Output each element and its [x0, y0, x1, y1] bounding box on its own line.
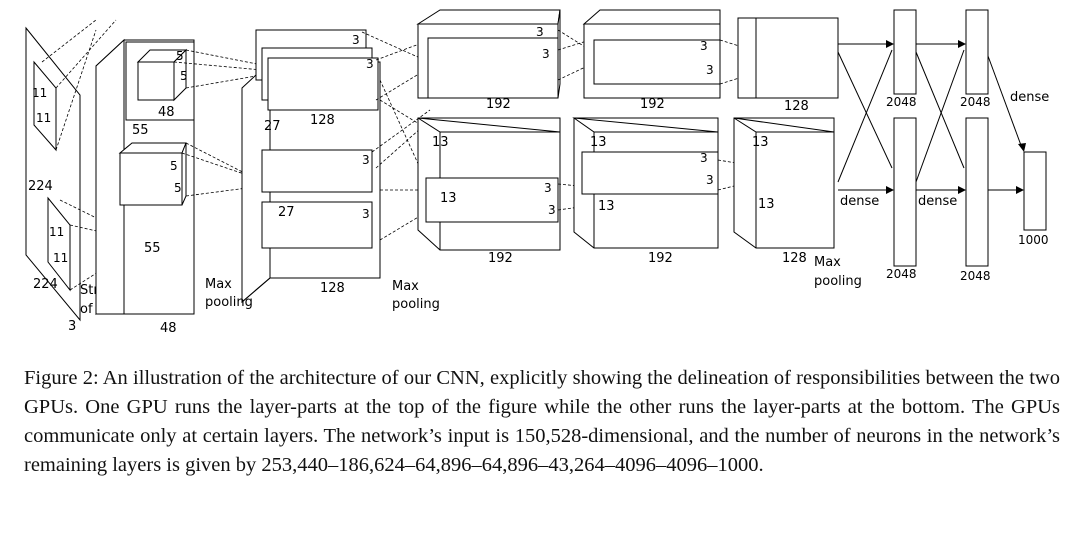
conv2-bot-depth-label: 128 — [320, 281, 345, 296]
cnn-architecture-diagram: 224 224 3 11 11 11 11 Stride of 4 5 5 5 … — [25, 9, 1049, 336]
conv5-top-depth-label: 128 — [784, 99, 809, 114]
conv5-bot-depth-label: 128 — [782, 251, 807, 266]
pool2-label: Max — [392, 279, 419, 294]
input-kernel-label: 11 — [49, 225, 64, 239]
input-kernel-label: 11 — [53, 251, 68, 265]
conv4-top-depth-label: 192 — [640, 97, 665, 112]
conv4-kernel-label: 3 — [700, 39, 708, 53]
conv2-kernel-label: 3 — [352, 33, 360, 47]
conv4-size-label: 13 — [590, 135, 607, 150]
conv4-size-label: 13 — [598, 199, 615, 214]
fc1-top-label: 2048 — [886, 95, 917, 109]
conv1-top-depth-label: 48 — [158, 105, 175, 120]
input-kernel-label: 11 — [32, 86, 47, 100]
conv3-volume — [416, 9, 561, 251]
conv1-volume — [95, 38, 195, 316]
conv1-bot-depth-label: 48 — [160, 321, 177, 336]
out-size-label: 1000 — [1018, 233, 1049, 247]
conv1-kernel-label: 5 — [170, 159, 178, 173]
conv5-size-label: 13 — [752, 135, 769, 150]
conv3-size-label: 13 — [440, 191, 457, 206]
input-height-label: 224 — [28, 179, 53, 194]
conv3-top-depth-label: 192 — [486, 97, 511, 112]
conv4-kernel-label: 3 — [700, 151, 708, 165]
conv5-size-label: 13 — [758, 197, 775, 212]
conv4-kernel-label: 3 — [706, 63, 714, 77]
conv4-bot-depth-label: 192 — [648, 251, 673, 266]
out-dense-label: dense — [1010, 90, 1049, 105]
conv3-size-label: 13 — [432, 135, 449, 150]
fc2-dense-label: dense — [918, 194, 957, 209]
fc2-top-label: 2048 — [960, 95, 991, 109]
conv2-top-depth-label: 128 — [310, 113, 335, 128]
conv1-kernel-label: 5 — [176, 49, 184, 63]
input-volume — [25, 26, 81, 322]
pool2-label: pooling — [392, 297, 440, 312]
pool3-label: pooling — [814, 274, 862, 289]
diagram-canvas: 224 224 3 11 11 11 11 Stride of 4 5 5 5 … — [25, 9, 1049, 336]
conv1-kernel-label: 5 — [174, 181, 182, 195]
conv2-kernel-label: 3 — [362, 207, 370, 221]
input-kernel-label: 11 — [36, 111, 51, 125]
conv4-volume — [572, 9, 721, 249]
pool1-label: pooling — [205, 295, 253, 310]
conv3-kernel-label: 3 — [544, 181, 552, 195]
pool3-label: Max — [814, 255, 841, 270]
conv2-size-label: 27 — [278, 205, 295, 220]
conv4-kernel-label: 3 — [706, 173, 714, 187]
fc1-bot-label: 2048 — [886, 267, 917, 281]
figure-caption: Figure 2: An illustration of the archite… — [24, 367, 1060, 476]
conv3-kernel-label: 3 — [542, 47, 550, 61]
conv2-volume — [241, 29, 381, 304]
input-depth-label: 3 — [68, 319, 76, 334]
conv1-kernel-label: 5 — [180, 69, 188, 83]
conv3-kernel-label: 3 — [548, 203, 556, 217]
conv2-kernel-label: 3 — [362, 153, 370, 167]
pool1-label: Max — [205, 277, 232, 292]
dense-layers — [837, 9, 1047, 267]
conv1-size-label: 55 — [144, 241, 161, 256]
fc1-dense-label: dense — [840, 194, 879, 209]
conv5-volume — [733, 17, 839, 249]
conv2-kernel-label: 3 — [366, 57, 374, 71]
conv3-kernel-label: 3 — [536, 25, 544, 39]
conv3-bot-depth-label: 192 — [488, 251, 513, 266]
conv1-size-label: 55 — [132, 123, 149, 138]
conv2-size-label: 27 — [264, 119, 281, 134]
input-width-label: 224 — [33, 277, 58, 292]
fc2-bot-label: 2048 — [960, 269, 991, 283]
